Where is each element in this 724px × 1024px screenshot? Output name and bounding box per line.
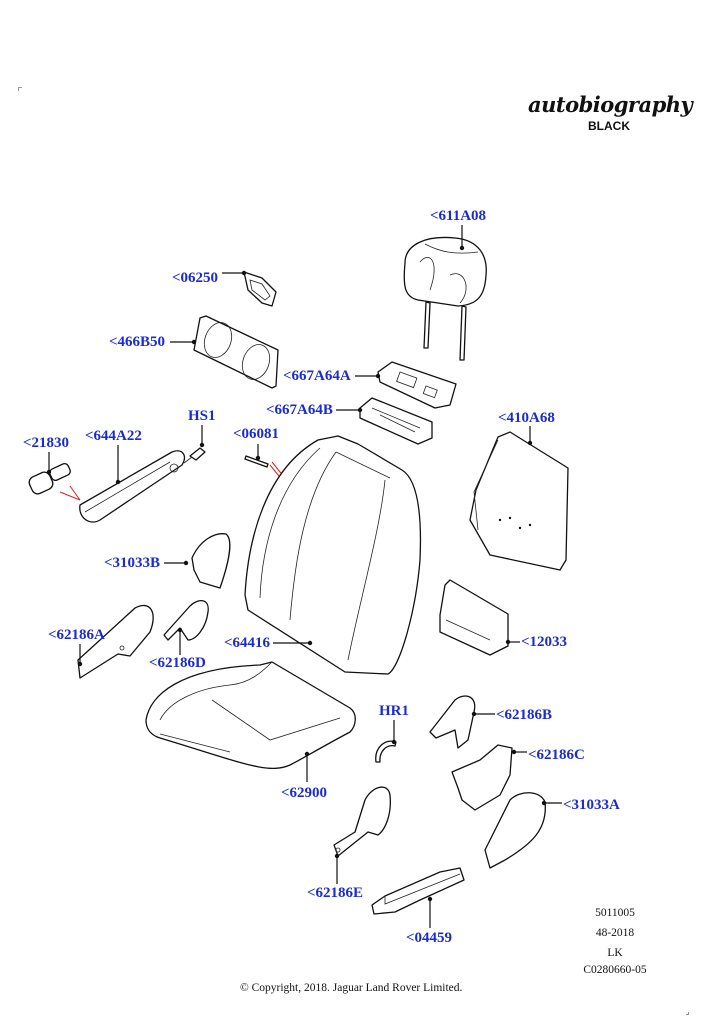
part-trim-cover-inner[interactable]: [191, 533, 231, 589]
part-switch-pack[interactable]: [359, 397, 433, 445]
part-seat-back-panel-frame[interactable]: [193, 315, 279, 389]
callout-HR1[interactable]: HR1: [379, 703, 409, 719]
part-headrest-guide-bezel[interactable]: [243, 271, 277, 307]
part-seat-cushion-cover[interactable]: [145, 661, 356, 770]
date-code: 48-2018: [595, 927, 635, 939]
callout-06250[interactable]: <06250: [172, 270, 219, 286]
brand-script-title: autobiography: [528, 92, 693, 117]
callout-62186E[interactable]: <62186E: [307, 885, 364, 901]
callout-31033B[interactable]: <31033B: [104, 555, 161, 571]
illustration-id: C0280660-05: [583, 964, 647, 976]
callout-64416[interactable]: <64416: [224, 635, 271, 651]
callout-644A22[interactable]: <644A22: [85, 428, 142, 444]
callout-667A64B[interactable]: <667A64B: [266, 402, 333, 418]
callout-466B50[interactable]: <466B50: [109, 334, 166, 350]
callout-04459[interactable]: <04459: [406, 930, 453, 946]
callout-410A68[interactable]: <410A68: [498, 410, 555, 426]
leader-lines: [46, 225, 562, 928]
callout-62186A[interactable]: <62186A: [48, 627, 105, 643]
callout-62186B[interactable]: <62186B: [496, 707, 553, 723]
part-side-shield-c[interactable]: [451, 744, 513, 811]
callout-62186D[interactable]: <62186D: [149, 655, 206, 671]
callout-31033A[interactable]: <31033A: [563, 797, 620, 813]
part-side-shield-b[interactable]: [429, 695, 476, 749]
part-knob[interactable]: [27, 462, 71, 495]
part-headrest[interactable]: [403, 236, 487, 361]
callout-667A64A[interactable]: <667A64A: [283, 368, 351, 384]
part-seat-back-cover[interactable]: [244, 435, 422, 675]
callout-62900[interactable]: <62900: [281, 785, 328, 801]
part-trim-cover-outer[interactable]: [484, 792, 546, 869]
part-clip-strip[interactable]: [244, 455, 269, 468]
part-hog-ring[interactable]: [375, 740, 397, 763]
crop-mark: [686, 1012, 689, 1015]
part-seat-back-board[interactable]: [469, 431, 569, 571]
part-side-shield-a[interactable]: [77, 604, 154, 679]
callout-62186C[interactable]: <62186C: [528, 747, 585, 763]
callout-611A08[interactable]: <611A08: [430, 208, 487, 224]
callout-HS1[interactable]: HS1: [188, 408, 216, 424]
red-indicator-line: [59, 485, 81, 501]
part-screw[interactable]: [183, 447, 206, 464]
part-map-pocket[interactable]: [439, 579, 509, 656]
part-switch-pack-cover[interactable]: [377, 361, 457, 409]
callout-21830[interactable]: <21830: [23, 435, 70, 451]
reference-number: 5011005: [595, 907, 635, 919]
author-initials: LK: [607, 947, 623, 959]
part-armrest[interactable]: [79, 450, 186, 523]
callout-06081[interactable]: <06081: [233, 426, 280, 442]
part-side-shield-d[interactable]: [163, 600, 209, 641]
part-front-trim[interactable]: [371, 867, 465, 915]
crop-mark: [18, 87, 22, 91]
brand-subtitle: BLACK: [588, 119, 630, 133]
part-side-shield-e[interactable]: [333, 786, 391, 857]
copyright-notice: © Copyright, 2018. Jaguar Land Rover Lim…: [240, 982, 463, 994]
callout-12033[interactable]: <12033: [521, 634, 568, 650]
